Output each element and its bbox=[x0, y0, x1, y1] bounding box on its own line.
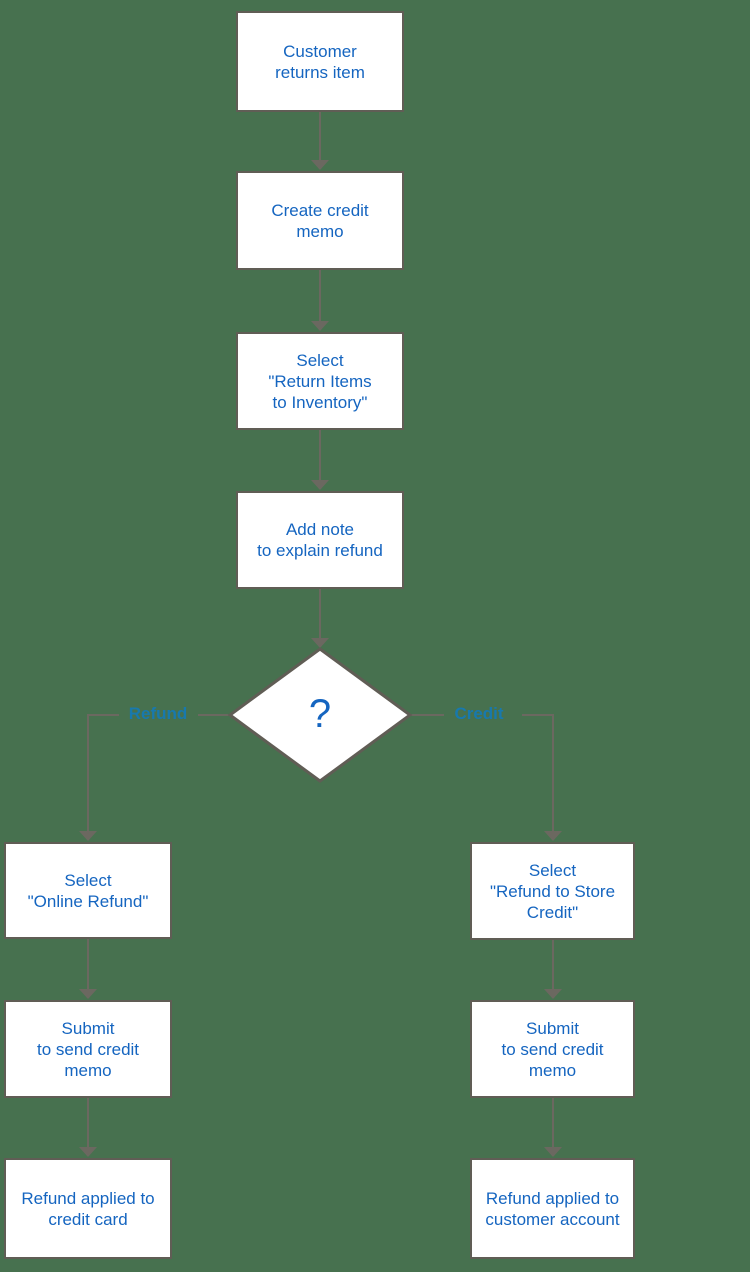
arrowhead-icon bbox=[544, 989, 562, 999]
connector-lines bbox=[87, 112, 554, 1148]
arrowhead-icon bbox=[79, 989, 97, 999]
node-create-credit-memo: Create credit memo bbox=[236, 171, 404, 270]
node-submit-credit-memo-right: Submit to send credit memo bbox=[470, 1000, 635, 1098]
branch-label-credit: Credit bbox=[454, 704, 504, 723]
node-submit-credit-memo-left: Submit to send credit memo bbox=[4, 1000, 172, 1098]
arrowhead-icon bbox=[311, 160, 329, 170]
node-customer-returns-item: Customer returns item bbox=[236, 11, 404, 112]
arrowheads bbox=[79, 160, 562, 1157]
branch-label-refund: Refund bbox=[128, 704, 188, 723]
decision-question-mark: ? bbox=[308, 692, 332, 736]
connector-decision-right-b bbox=[522, 714, 554, 832]
node-select-store-credit: Select "Refund to Store Credit" bbox=[470, 842, 635, 940]
arrowhead-icon bbox=[311, 638, 329, 648]
arrowhead-icon bbox=[311, 321, 329, 331]
node-select-return-items: Select "Return Items to Inventory" bbox=[236, 332, 404, 430]
arrowhead-icon bbox=[79, 831, 97, 841]
arrowhead-icon bbox=[311, 480, 329, 490]
decision-diamond bbox=[227, 647, 413, 783]
node-refund-customer-account: Refund applied to customer account bbox=[470, 1158, 635, 1259]
arrowhead-icon bbox=[79, 1147, 97, 1157]
connector-decision-left-b bbox=[87, 714, 119, 832]
node-refund-credit-card: Refund applied to credit card bbox=[4, 1158, 172, 1259]
node-add-note: Add note to explain refund bbox=[236, 491, 404, 589]
arrowhead-icon bbox=[544, 831, 562, 841]
node-select-online-refund: Select "Online Refund" bbox=[4, 842, 172, 939]
arrowhead-icon bbox=[544, 1147, 562, 1157]
